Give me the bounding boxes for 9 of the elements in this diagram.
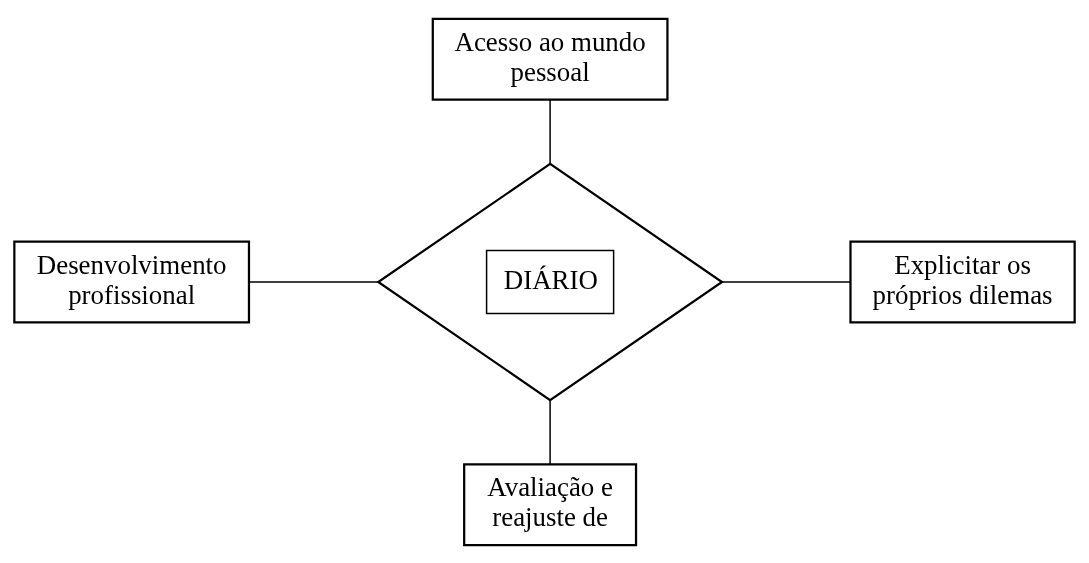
- connector: [721, 280, 852, 283]
- node-box: Avaliação e reajuste de: [463, 462, 638, 546]
- node-box: Explicitar os próprios dilemas: [849, 240, 1076, 323]
- node-diamond: DIÁRIO: [376, 162, 724, 401]
- node-box: Acesso ao mundo pessoal: [431, 17, 669, 101]
- node-box: Desenvolvimento profissional: [13, 240, 251, 323]
- connector: [549, 399, 551, 465]
- connector: [248, 280, 379, 283]
- connector: [549, 98, 551, 165]
